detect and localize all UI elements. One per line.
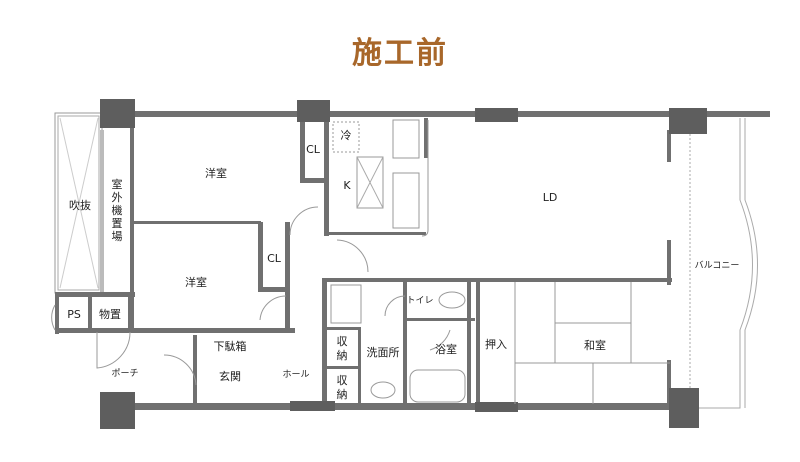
label-washitsu: 和室 bbox=[584, 338, 606, 352]
fukinuke-void bbox=[54, 112, 104, 294]
label-ps: PS bbox=[67, 308, 81, 321]
label-outdoor-unit-2: 外 bbox=[112, 191, 123, 204]
label-fridge: 冷 bbox=[341, 129, 352, 142]
label-kitchen: K bbox=[343, 179, 351, 192]
label-storage-2a: 収 bbox=[337, 374, 348, 387]
walls bbox=[55, 111, 770, 410]
label-ld: LD bbox=[543, 191, 558, 204]
label-outdoor-unit-3: 機 bbox=[112, 203, 123, 217]
label-storage-2b: 納 bbox=[337, 388, 348, 401]
label-storage-1b: 納 bbox=[337, 349, 348, 362]
label-outdoor-unit-5: 場 bbox=[112, 230, 123, 243]
label-storage-1a: 収 bbox=[337, 335, 348, 348]
columns bbox=[100, 99, 707, 429]
label-bathroom: 浴室 bbox=[435, 342, 457, 356]
label-western-room-2: 洋室 bbox=[185, 275, 207, 289]
label-closet-2: CL bbox=[267, 252, 282, 265]
label-storage: 物置 bbox=[99, 307, 121, 321]
label-oshiire: 押入 bbox=[485, 337, 507, 351]
label-porch: ポーチ bbox=[111, 368, 138, 379]
label-toilet: トイレ bbox=[406, 296, 433, 306]
room-labels: 吹抜 室 外 機 置 場 洋室 洋室 CL CL 冷 K LD バルコニー PS… bbox=[67, 129, 739, 401]
label-balcony: バルコニー bbox=[695, 260, 740, 271]
label-outdoor-unit-4: 置 bbox=[112, 217, 123, 230]
label-entrance: 玄関 bbox=[219, 369, 241, 383]
label-closet-1: CL bbox=[306, 143, 321, 156]
label-hall: ホール bbox=[282, 369, 309, 380]
page-title: 施工前 bbox=[352, 36, 448, 71]
label-outdoor-unit-1: 室 bbox=[112, 177, 123, 191]
label-fukinuke: 吹抜 bbox=[69, 198, 91, 212]
fixtures bbox=[51, 119, 670, 404]
label-shoe-box: 下駄箱 bbox=[214, 339, 247, 353]
label-western-room-1: 洋室 bbox=[205, 166, 227, 180]
label-washroom: 洗面所 bbox=[367, 346, 400, 359]
